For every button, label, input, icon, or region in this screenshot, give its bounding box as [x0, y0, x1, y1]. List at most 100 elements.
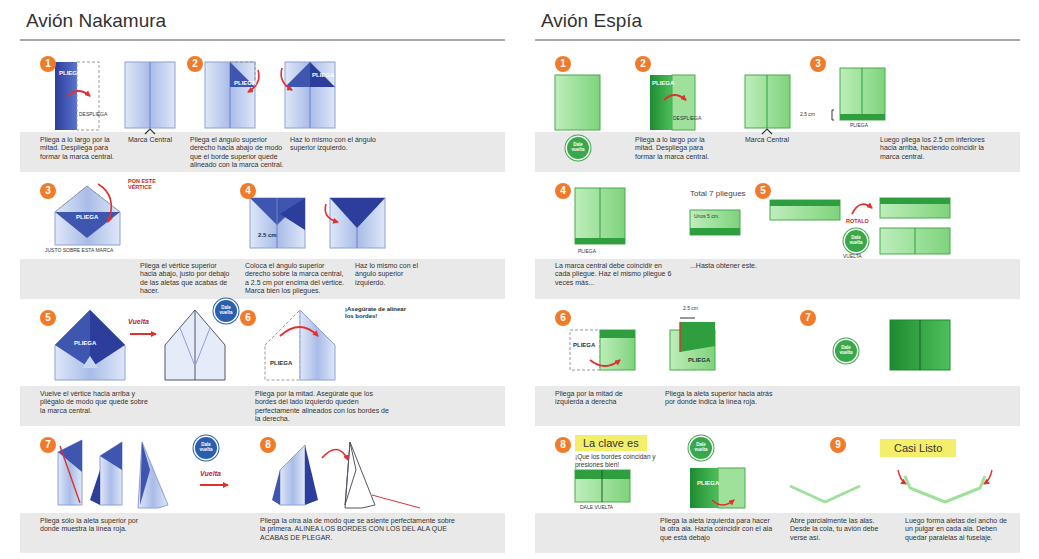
nakamura-step7	[90, 470, 100, 505]
step-number: 9	[830, 437, 846, 453]
nakamura-step7	[100, 442, 122, 505]
nakamura-step5	[165, 310, 225, 380]
step-caption: La marca central debe coincidir en cada …	[555, 262, 675, 287]
title-rule	[535, 40, 1020, 41]
step-number-text: 9	[830, 437, 846, 453]
step-number-text: 2	[635, 56, 651, 72]
step-caption: Haz lo mismo con el ángulo superior izqu…	[355, 262, 435, 287]
espia-step9	[984, 470, 992, 484]
step-number-text: 3	[810, 56, 826, 72]
step-number-text: 1	[555, 56, 571, 72]
espia-step6	[570, 318, 715, 370]
step-number-text: 4	[240, 183, 256, 199]
nakamura-step4	[277, 198, 278, 248]
step-caption: Abre parcialmente las alas. Desde la col…	[790, 517, 890, 542]
nakamura-step7	[58, 440, 82, 505]
nakamura-step7	[60, 446, 80, 503]
fold-label: 2.5 cm	[800, 112, 815, 118]
center-mark	[745, 75, 790, 128]
nakamura-step5	[180, 328, 195, 366]
flip-badge: Dale vuelta	[690, 437, 712, 459]
fold-label: PLIEGA	[76, 214, 98, 221]
fold-label: 2.5 cm	[683, 306, 698, 312]
nakamura-step6	[300, 310, 335, 380]
nakamura-step7	[200, 484, 228, 486]
nakamura-step2	[281, 68, 292, 90]
nakamura-step1	[55, 62, 99, 130]
step-number: 7	[40, 437, 56, 453]
plane-panel: Avión Espía123456789La clave es¡Que los …	[535, 0, 1020, 559]
fold-label: PLIEGA	[312, 72, 334, 79]
espia-step7	[890, 320, 950, 370]
flip-badge: Dale vuelta	[195, 437, 217, 459]
espia-step6	[680, 322, 715, 352]
title-rule	[20, 40, 1020, 41]
step-number: 2	[635, 56, 651, 72]
espia-step1	[555, 75, 600, 130]
fold-label: Vuelta	[128, 318, 149, 326]
step-caption: Marca Central	[745, 136, 795, 144]
flip-badge-text: Dale vuelta	[215, 306, 237, 316]
flip-badge-text: Dale vuelta	[845, 236, 867, 246]
tip-box-body: ¡Que los bordes coincidan y presiones bi…	[575, 453, 685, 469]
nakamura-step2	[205, 62, 255, 128]
step-caption: Pliega a lo largo por la mitad. Desplieg…	[40, 136, 120, 161]
nakamura-step3	[98, 184, 111, 222]
center-mark	[745, 75, 790, 134]
tip-box-text: Casi Listo	[880, 439, 956, 457]
caption-band	[20, 132, 1020, 553]
nakamura-step8	[272, 442, 420, 508]
step-number: 4	[555, 183, 571, 199]
step-number-text: 6	[555, 310, 571, 326]
step-caption: Pliega a lo largo por la mitad. Desplieg…	[635, 136, 725, 161]
nakamura-step5	[55, 310, 90, 368]
nakamura-step5	[55, 310, 225, 380]
nakamura-step2	[285, 62, 335, 128]
fold-label: Total 7 pliegues	[690, 190, 746, 199]
center-mark	[125, 62, 175, 128]
espia-step5	[852, 204, 872, 214]
step-number-text: 1	[40, 56, 56, 72]
step-number-text: 6	[240, 310, 256, 326]
step-caption: Pliega la aleta superior hacia atrás por…	[665, 390, 775, 407]
nakamura-step5	[55, 310, 125, 380]
nakamura-step7	[140, 442, 150, 505]
nakamura-step4	[325, 204, 338, 222]
nakamura-step5	[195, 310, 196, 380]
nakamura-step5	[82, 356, 98, 368]
nakamura-step6	[265, 310, 300, 380]
fold-label: DESPLIEGA	[79, 112, 107, 118]
step-caption: Pliega sólo la aleta superior por donde …	[40, 517, 150, 534]
fold-label: PLIEGA	[688, 357, 710, 364]
nakamura-step2	[205, 62, 335, 128]
espia-step2	[672, 75, 695, 130]
flip-badge: Dale vuelta	[835, 340, 857, 362]
nakamura-step8	[305, 445, 318, 505]
fold-label: ¡Asegúrate de alinear los bordes!	[345, 306, 415, 320]
espia-step9	[790, 470, 992, 502]
nakamura-step4	[357, 228, 358, 248]
nakamura-step4	[330, 198, 385, 248]
espia-step6	[679, 322, 680, 352]
center-mark	[767, 75, 768, 128]
step-caption: Pliega por la mitad de izquierda a derec…	[555, 390, 650, 407]
step-number-text: 8	[555, 437, 571, 453]
fold-label: PLIEGA	[850, 123, 868, 129]
step-number: 4	[240, 183, 256, 199]
espia-step4	[690, 210, 740, 235]
espia-step2	[650, 75, 695, 130]
nakamura-step8	[345, 442, 356, 505]
caption-band	[535, 386, 1020, 426]
espia-step5	[770, 200, 840, 206]
nakamura-step8	[372, 495, 420, 508]
nakamura-step6	[280, 327, 318, 336]
espia-step9	[898, 470, 906, 484]
nakamura-step5	[195, 328, 210, 366]
flip-badge: Dale vuelta	[215, 300, 237, 322]
caption-band	[535, 513, 1020, 553]
espia-step8	[575, 468, 745, 508]
tip-box: La clave es¡Que los bordes coincidan y p…	[575, 433, 685, 469]
espia-step5	[770, 198, 950, 254]
espia-step6	[600, 330, 635, 370]
nakamura-step5	[90, 310, 125, 368]
